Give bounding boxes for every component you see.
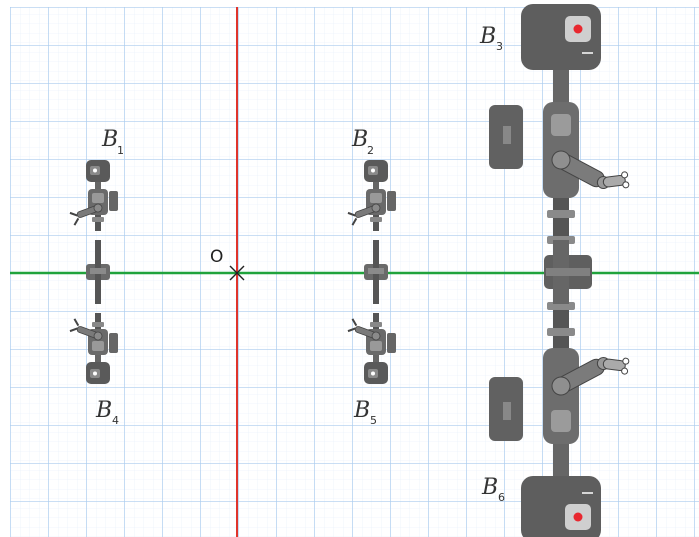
svg-text:B: B: [481, 475, 498, 500]
joint-middle: [364, 240, 388, 304]
svg-text:5: 5: [370, 414, 377, 427]
label-b5: B 5: [353, 398, 377, 427]
label-b4: B 4: [95, 398, 119, 427]
svg-text:B: B: [101, 127, 118, 152]
svg-text:1: 1: [117, 144, 124, 157]
svg-text:B: B: [95, 398, 112, 423]
label-b1: B 1: [101, 127, 124, 157]
svg-text:3: 3: [496, 40, 503, 53]
svg-text:B: B: [353, 398, 370, 423]
origin-label: O: [210, 247, 223, 267]
svg-text:4: 4: [112, 414, 119, 427]
label-b6: B 6: [481, 475, 505, 504]
svg-text:B: B: [351, 127, 368, 152]
svg-text:2: 2: [367, 144, 374, 157]
svg-text:B: B: [479, 24, 496, 49]
joint-left: [86, 240, 110, 304]
joint-right: [544, 240, 592, 304]
svg-text:6: 6: [498, 491, 505, 504]
label-b3: B 3: [479, 24, 503, 53]
origin-marker: [229, 265, 245, 281]
label-b2: B 2: [351, 127, 374, 157]
